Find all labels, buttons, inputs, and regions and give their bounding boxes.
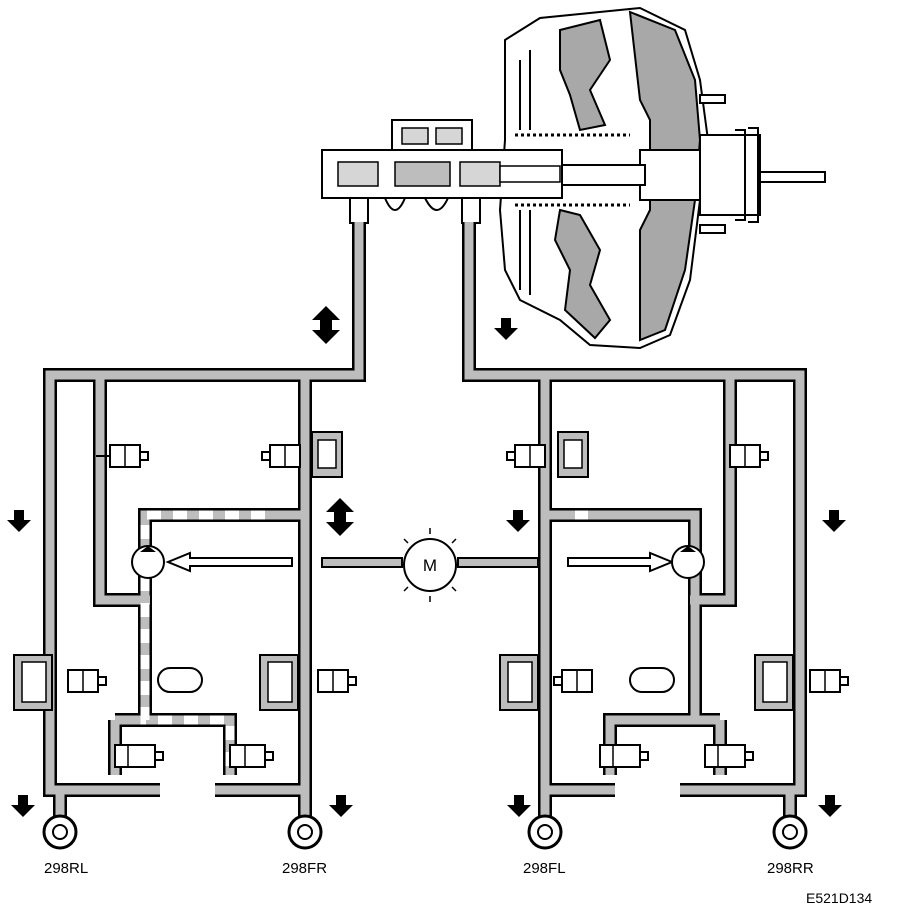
solenoid-valve-icon: [704, 744, 754, 768]
motor-shaft-right: [457, 557, 539, 568]
solenoid-valve-icon: [317, 669, 357, 693]
flow-arrow-icon: [312, 306, 340, 344]
flow-arrow-icon: [494, 318, 518, 340]
motor-icon: M: [393, 528, 467, 602]
flow-arrow-icon: [507, 795, 531, 817]
flow-arrow-icon: [326, 498, 354, 536]
flow-arrow-icon: [506, 510, 530, 532]
solenoid-valve-icon: [809, 669, 849, 693]
figure-id: E521D134: [806, 890, 873, 906]
check-valve-icon: [311, 431, 343, 478]
motor-label: M: [423, 556, 437, 575]
wheel-label-rear-left: 298RL: [44, 860, 89, 877]
wheel-brake-icon: [772, 814, 808, 850]
wheel-label-front-right: 298FR: [282, 860, 328, 877]
wheel-label-rear-right: 298RR: [767, 860, 814, 877]
solenoid-valve-icon: [553, 669, 593, 693]
check-valve-icon: [13, 654, 53, 711]
motor-shaft-left: [321, 557, 403, 568]
check-valve-icon: [754, 654, 794, 711]
flow-arrow-icon: [329, 795, 353, 817]
check-valve-icon: [557, 431, 589, 478]
solenoid-valve-icon: [599, 744, 649, 768]
wheel-label-front-left: 298FL: [523, 860, 566, 877]
master-cylinder-icon: [321, 119, 563, 224]
solenoid-valve-icon: [229, 744, 274, 768]
solenoid-valve-icon: [114, 744, 164, 768]
solenoid-valve-icon: [67, 669, 107, 693]
flow-arrow-icon: [822, 510, 846, 532]
flow-arrow-icon: [818, 795, 842, 817]
wheel-brake-icon: [527, 814, 563, 850]
brake-booster-icon: [498, 6, 826, 350]
hydraulic-lines: [43, 222, 807, 818]
accumulator-icon: [629, 667, 675, 693]
wheel-brake-icon: [42, 814, 78, 850]
wheel-brake-icon: [287, 814, 323, 850]
solenoid-valve-icon: [729, 444, 769, 468]
pump-icon: [671, 545, 705, 579]
solenoid-valve-icon: [506, 444, 546, 468]
pump-drive-arrow-left: [165, 551, 293, 573]
check-valve-icon: [259, 654, 299, 711]
pump-icon: [131, 545, 165, 579]
pump-drive-arrow-right: [567, 551, 675, 573]
solenoid-valve-icon: [96, 444, 149, 468]
solenoid-valve-icon: [261, 444, 301, 468]
check-valve-icon: [499, 654, 539, 711]
accumulator-icon: [157, 667, 203, 693]
flow-arrow-icon: [11, 795, 35, 817]
flow-arrow-icon: [7, 510, 31, 532]
